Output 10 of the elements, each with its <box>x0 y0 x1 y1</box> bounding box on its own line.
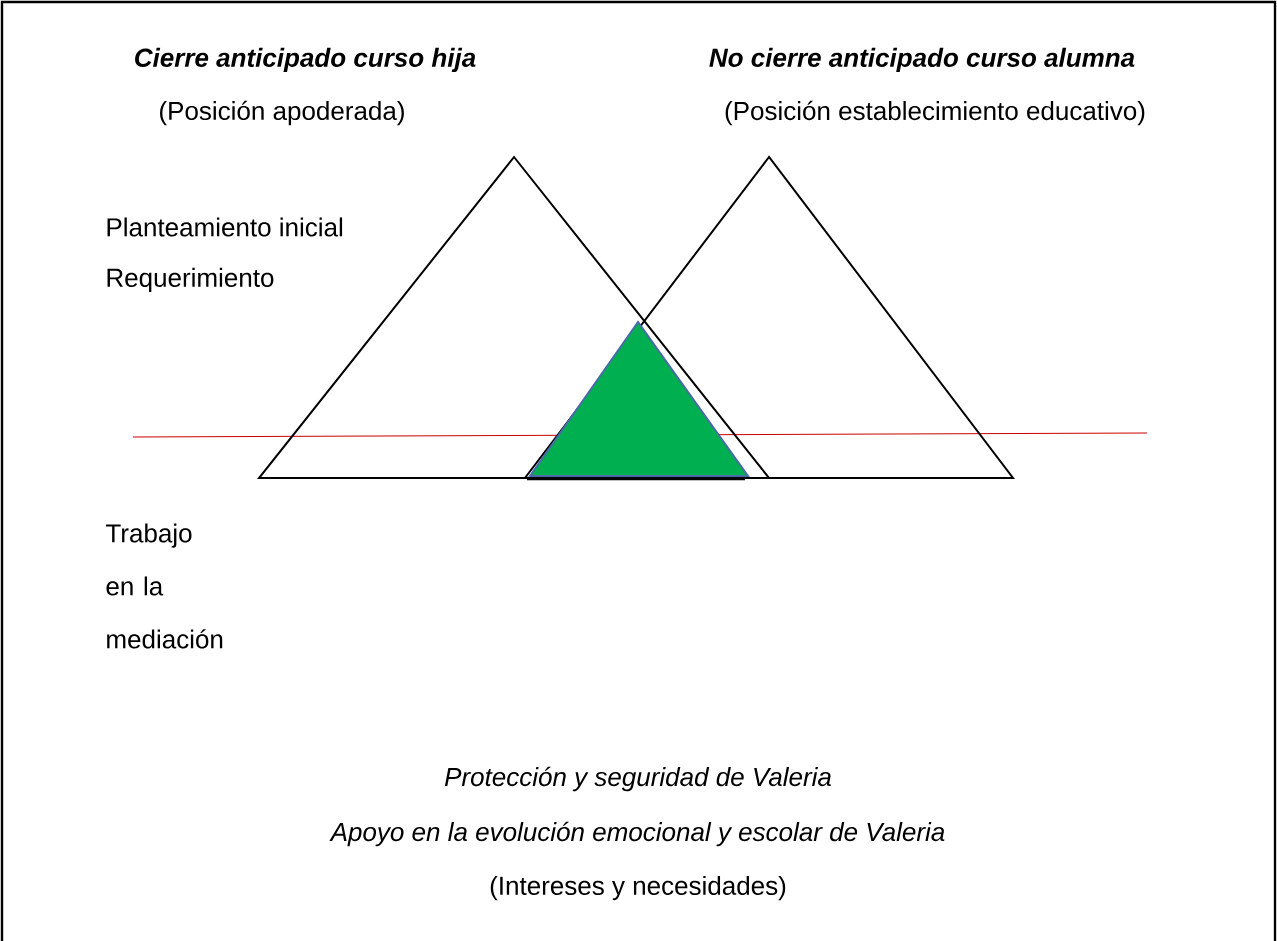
heading: Cierre anticipado curso hija <box>135 47 476 73</box>
label: Protección y seguridad de Valeria <box>444 766 831 792</box>
label: Apoyo en la evolución emocional y escolar de Valeria <box>329 821 945 847</box>
label: Requerimiento <box>107 267 274 293</box>
heading: No cierre anticipado curso alumna <box>709 47 1135 73</box>
label: Trabajo en la mediación <box>106 523 223 649</box>
subheading: (Posición establecimiento educativo) <box>725 100 1145 126</box>
subheading: (Posición apoderada) <box>160 100 404 126</box>
label: Planteamiento inicial <box>107 217 343 237</box>
label: (Intereses y necesidades) <box>490 875 786 901</box>
